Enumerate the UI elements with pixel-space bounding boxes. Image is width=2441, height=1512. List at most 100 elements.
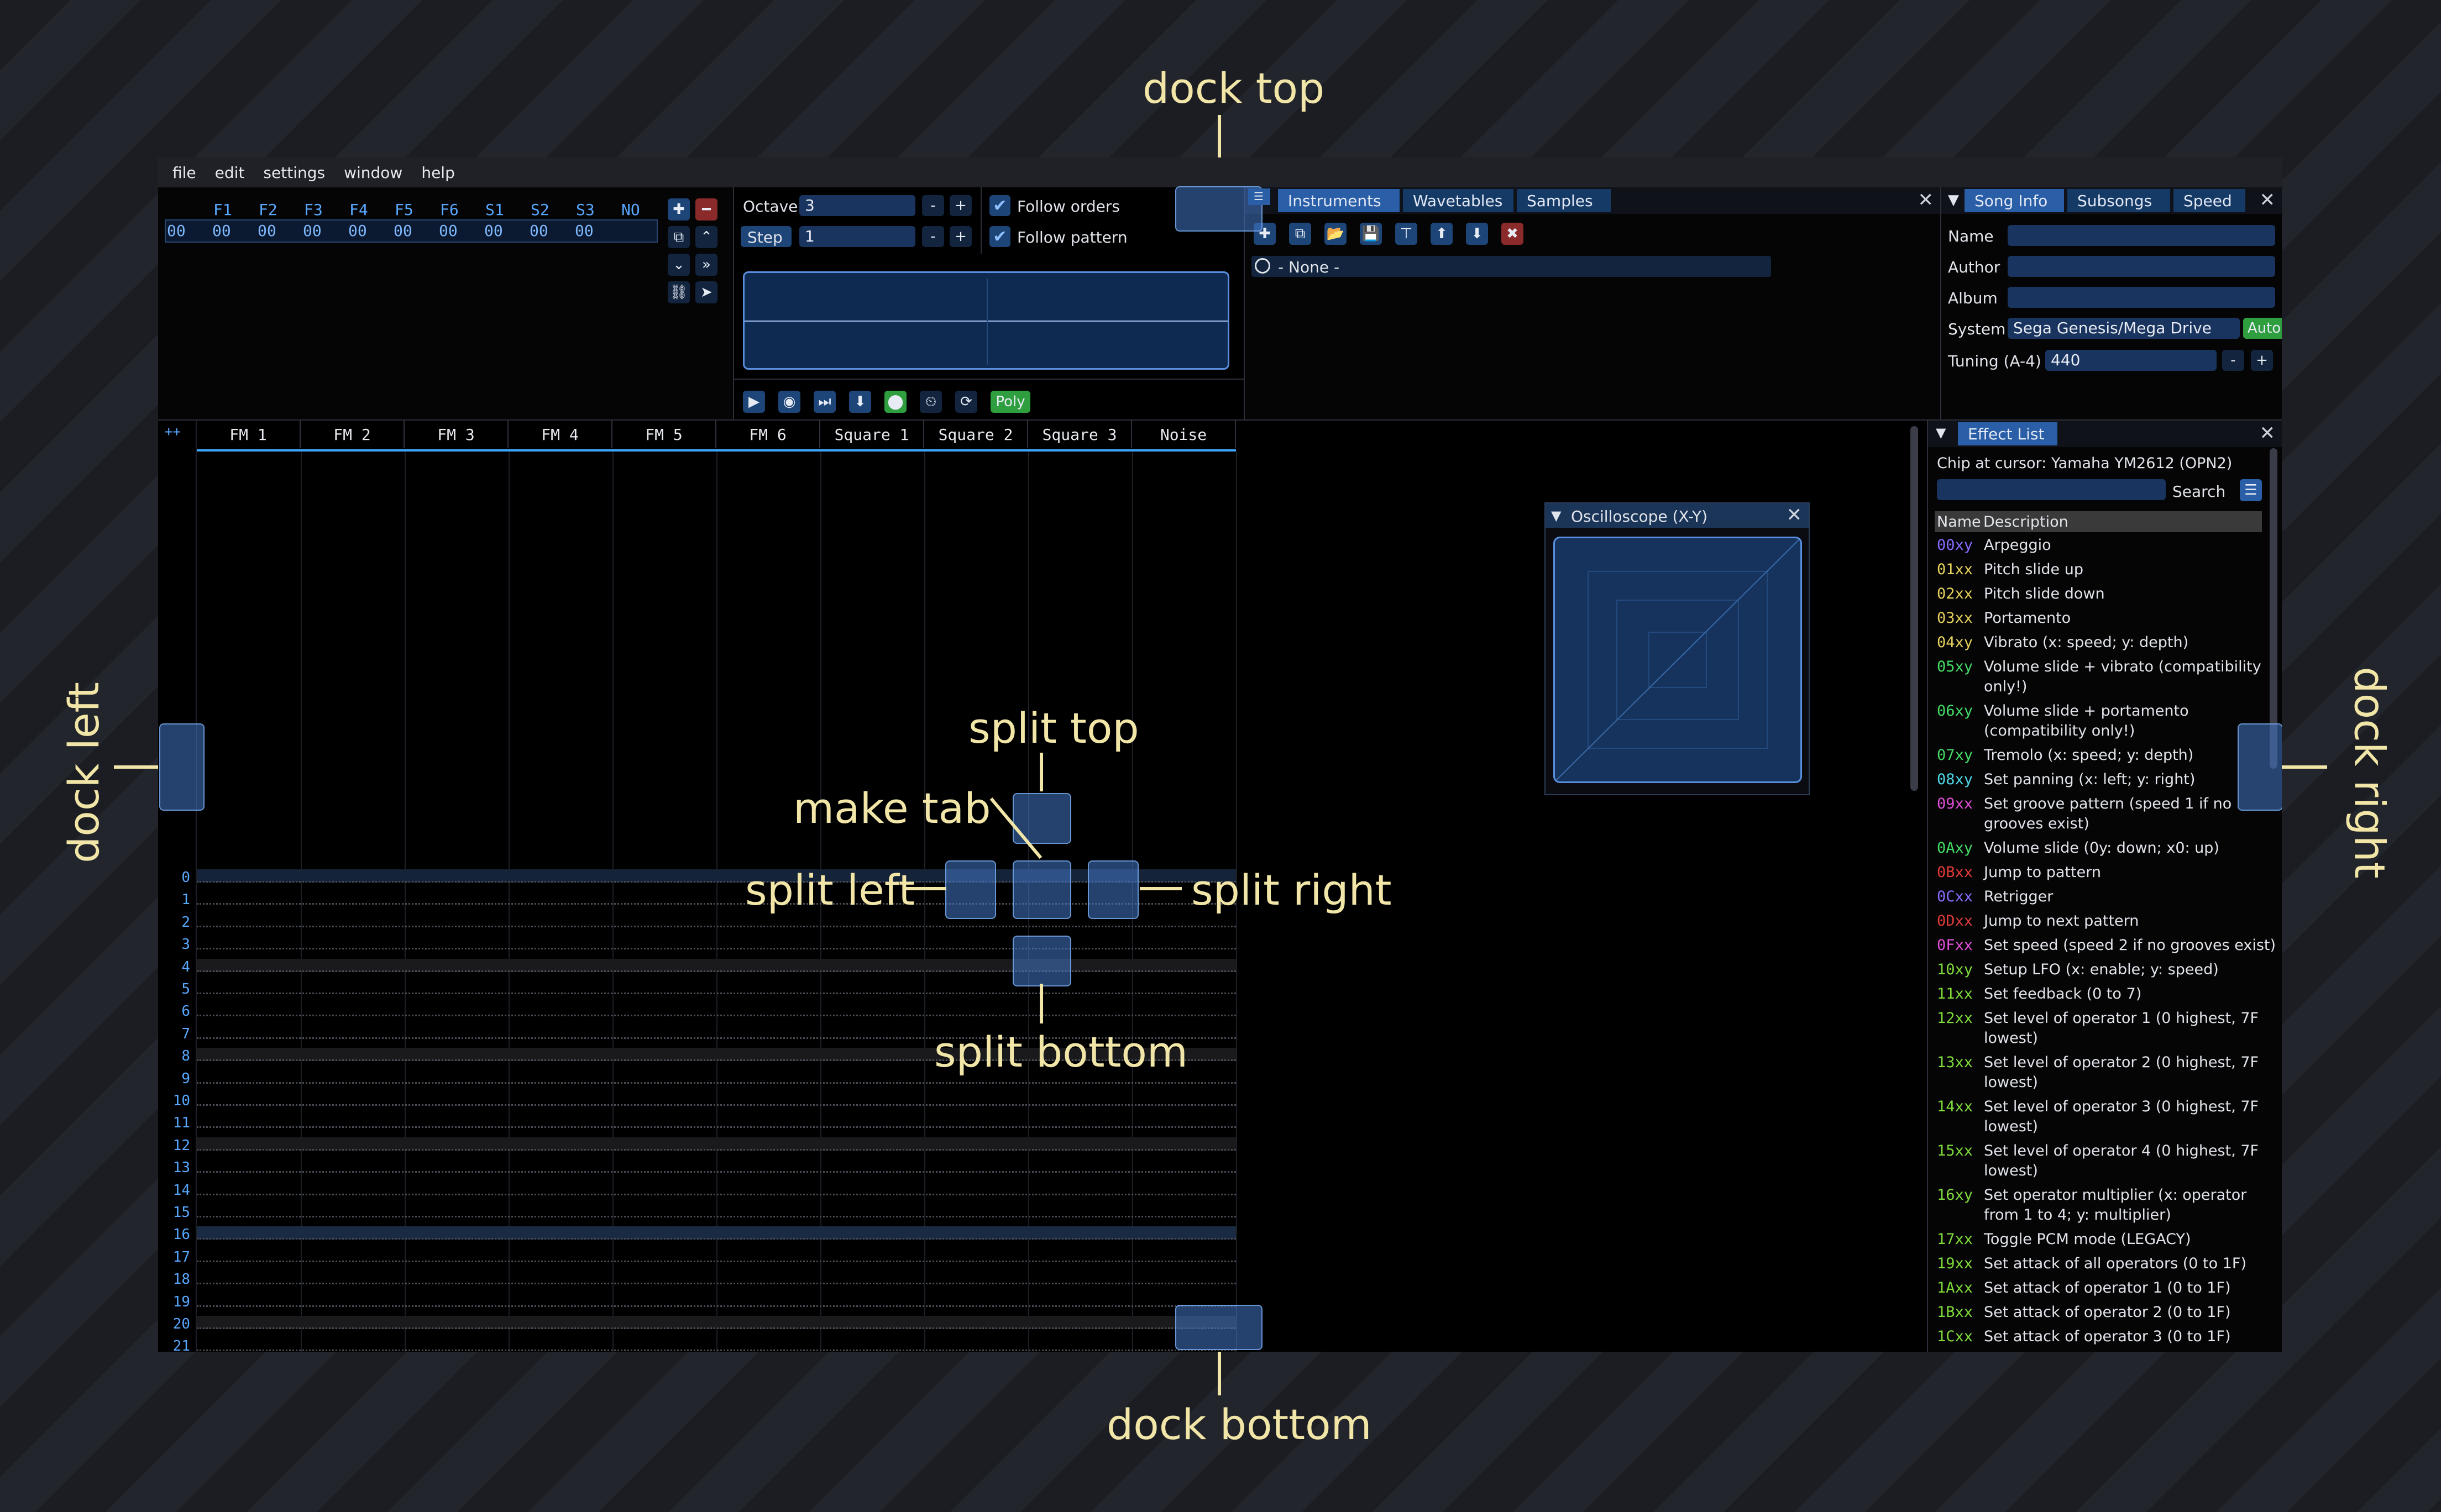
- link-button[interactable]: ⛓: [668, 281, 690, 303]
- octave-input[interactable]: 3: [799, 195, 915, 216]
- pattern-scrollbar[interactable]: [1910, 426, 1918, 791]
- duplicate-order-button[interactable]: ⧉: [668, 226, 690, 248]
- close-icon[interactable]: ✕: [2259, 189, 2276, 211]
- menu-help[interactable]: help: [421, 163, 455, 182]
- channel-header[interactable]: FM 5: [612, 421, 716, 448]
- channel-header[interactable]: Square 3: [1028, 421, 1132, 448]
- author-input[interactable]: [2008, 256, 2275, 277]
- pattern-row[interactable]: [197, 1294, 1236, 1307]
- follow-orders-checkbox[interactable]: ✔: [989, 195, 1010, 216]
- move-order-down-button[interactable]: ⌄: [668, 254, 690, 276]
- instrument-list-item[interactable]: - None -: [1251, 256, 1771, 277]
- poly-button[interactable]: Poly: [991, 391, 1030, 413]
- channel-header[interactable]: FM 2: [301, 421, 405, 448]
- order-value[interactable]: 00: [530, 222, 548, 240]
- octave-minus-button[interactable]: -: [922, 195, 944, 216]
- repeat-button[interactable]: ⟳: [955, 391, 977, 413]
- effect-list-scrollbar[interactable]: [2270, 448, 2277, 769]
- close-icon[interactable]: ✕: [1786, 504, 1803, 526]
- order-value[interactable]: 00: [258, 222, 276, 240]
- remove-order-button[interactable]: ━: [695, 198, 717, 221]
- tab-samples[interactable]: Samples: [1517, 189, 1611, 212]
- tab-speed[interactable]: Speed: [2173, 189, 2245, 212]
- channel-header[interactable]: Square 2: [924, 421, 1028, 448]
- pattern-row[interactable]: [197, 1048, 1236, 1062]
- play-button[interactable]: ▶: [743, 391, 765, 413]
- pattern-row[interactable]: [197, 1316, 1236, 1329]
- collapse-icon[interactable]: ▼: [1551, 508, 1562, 523]
- pattern-row[interactable]: [197, 1271, 1236, 1285]
- pattern-row[interactable]: [197, 936, 1236, 950]
- split-bottom-target[interactable]: [1013, 936, 1071, 986]
- pattern-row[interactable]: [197, 1204, 1236, 1217]
- step-minus-button[interactable]: -: [922, 226, 944, 247]
- tab-instruments[interactable]: Instruments: [1278, 189, 1400, 212]
- move-order-up-button[interactable]: ⌃: [695, 226, 717, 248]
- name-input[interactable]: [2008, 225, 2275, 246]
- dock-bottom-target[interactable]: [1175, 1305, 1263, 1350]
- dock-top-target[interactable]: [1175, 186, 1263, 232]
- pattern-row[interactable]: [197, 1182, 1236, 1195]
- menu-edit[interactable]: edit: [214, 163, 245, 182]
- cursor-button[interactable]: ➤: [695, 281, 717, 303]
- duplicate-instrument-button[interactable]: ⧉: [1289, 223, 1311, 245]
- record-button[interactable]: ⬤: [884, 391, 907, 413]
- order-value[interactable]: 00: [167, 222, 186, 240]
- system-input[interactable]: Sega Genesis/Mega Drive: [2008, 318, 2240, 339]
- pattern-row[interactable]: [197, 958, 1236, 972]
- step-plus-button[interactable]: +: [950, 226, 972, 247]
- split-left-target[interactable]: [945, 860, 996, 919]
- pattern-row[interactable]: [197, 869, 1236, 883]
- album-input[interactable]: [2008, 287, 2275, 308]
- menu-window[interactable]: window: [344, 163, 403, 182]
- channel-header[interactable]: FM 6: [716, 421, 820, 448]
- order-value[interactable]: 00: [303, 222, 322, 240]
- order-value[interactable]: 00: [575, 222, 594, 240]
- order-value[interactable]: 00: [439, 222, 458, 240]
- menu-file[interactable]: file: [172, 163, 196, 182]
- channel-header[interactable]: FM 4: [509, 421, 612, 448]
- channel-header[interactable]: Noise: [1132, 421, 1236, 448]
- split-right-target[interactable]: [1088, 860, 1139, 919]
- effect-search-input[interactable]: [1937, 479, 2166, 500]
- step-play-button[interactable]: ⏭: [814, 391, 836, 413]
- pattern-row[interactable]: [197, 891, 1236, 905]
- order-value[interactable]: 00: [348, 222, 367, 240]
- pattern-row[interactable]: [197, 1159, 1236, 1173]
- move-down-button[interactable]: ⬇: [1466, 223, 1488, 245]
- tab-subsongs[interactable]: Subsongs: [2067, 189, 2170, 212]
- double-down-button[interactable]: »: [695, 254, 717, 276]
- delete-instrument-button[interactable]: ✖: [1501, 223, 1523, 245]
- add-order-button[interactable]: ✚: [668, 198, 690, 221]
- pattern-corner[interactable]: ++: [165, 424, 181, 439]
- sitemap-button[interactable]: ⊤: [1395, 223, 1417, 245]
- move-up-button[interactable]: ⬆: [1431, 223, 1453, 245]
- pattern-row[interactable]: [197, 1115, 1236, 1128]
- collapse-icon[interactable]: ▼: [1948, 192, 1959, 208]
- tuning-plus-button[interactable]: +: [2251, 350, 2273, 371]
- stop-button[interactable]: ⬇: [849, 391, 871, 413]
- make-tab-target[interactable]: [1013, 860, 1071, 919]
- tab-effect-list[interactable]: Effect List: [1958, 422, 2057, 445]
- tab-wavetables[interactable]: Wavetables: [1403, 189, 1513, 212]
- save-instrument-button[interactable]: 💾: [1360, 223, 1382, 245]
- menu-settings[interactable]: settings: [263, 163, 326, 182]
